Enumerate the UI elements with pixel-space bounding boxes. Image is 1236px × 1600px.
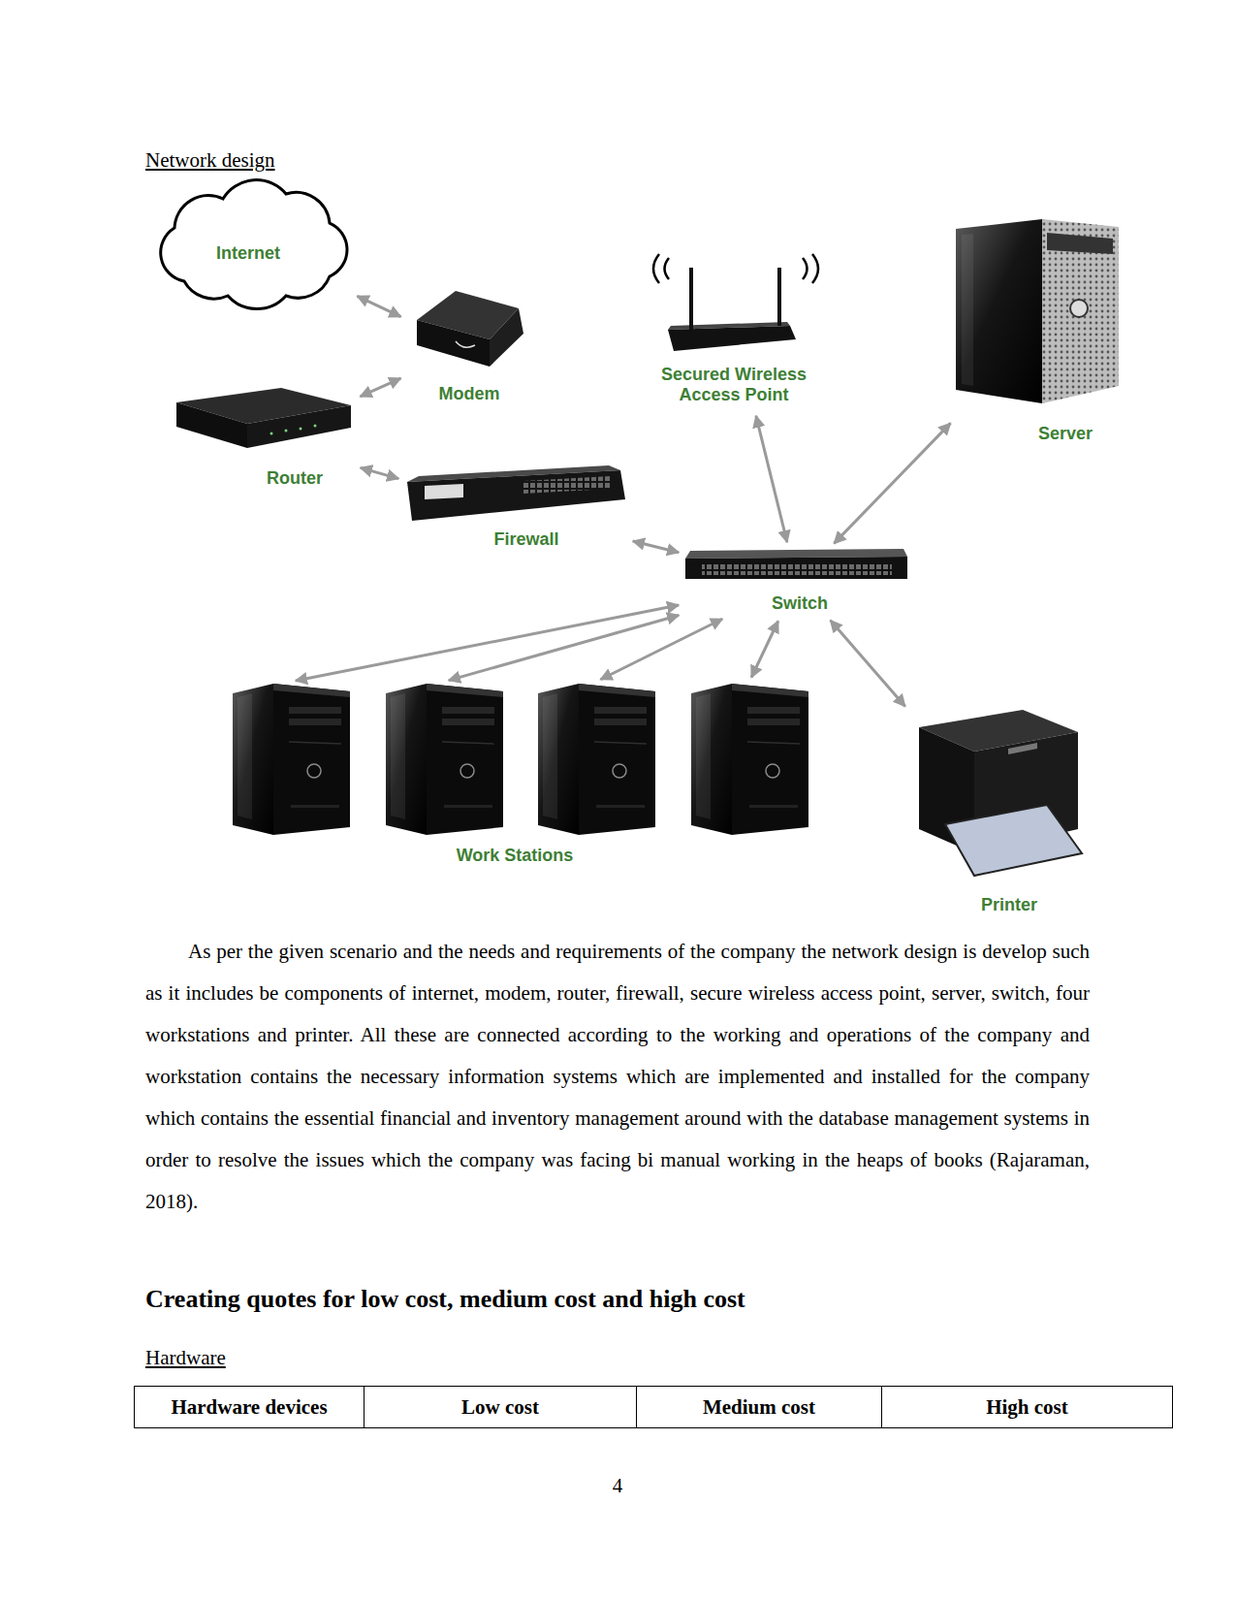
workstation-icons-part <box>232 683 350 835</box>
device-label: Internet <box>216 243 281 264</box>
printer-icon <box>919 709 1082 876</box>
workstation-icons-part <box>691 683 809 835</box>
network-link-arrow <box>448 614 679 680</box>
device-label-group: Router <box>266 468 323 489</box>
wireless-access-point-icon-part <box>653 253 660 284</box>
printer-icon-part <box>945 804 1082 876</box>
device-node: Work Stations <box>230 681 813 870</box>
router-icon-part <box>285 429 288 433</box>
network-link-arrow <box>360 378 402 397</box>
workstation-icons <box>232 683 809 835</box>
page-number-text: 4 <box>612 1473 624 1497</box>
device-label: Switch <box>771 593 828 614</box>
router-icon-part <box>314 424 317 428</box>
device-label-group: Internet <box>216 243 281 264</box>
device-label: Modem <box>439 383 501 405</box>
network-link-arrow <box>830 620 906 707</box>
table-header-cell: Low cost <box>363 1385 637 1428</box>
device-label: Firewall <box>493 529 559 550</box>
network-link-arrow <box>833 422 951 543</box>
wireless-access-point-icon-part <box>777 267 782 326</box>
network-link-arrow <box>360 467 399 478</box>
network-link-arrow <box>756 415 788 542</box>
server-icon <box>955 219 1119 404</box>
firewall-icon-part <box>424 483 464 500</box>
device-node: Secured Wireless Access Point <box>639 248 830 412</box>
device-node: Router <box>171 385 356 495</box>
device-label-group: Work Stations <box>456 845 574 866</box>
device-label: Router <box>266 468 323 489</box>
firewall-icon-part <box>523 475 611 494</box>
server-icon-part <box>955 219 1043 404</box>
wireless-access-point-icon-part <box>667 325 796 351</box>
table-header-cell: Medium cost <box>635 1385 883 1428</box>
router-icon-part <box>247 405 351 448</box>
page-number: 4 <box>569 1472 666 1498</box>
network-link-arrow <box>600 618 723 680</box>
device-label-group: Secured Wireless Access Point <box>646 364 822 406</box>
switch-icon-part <box>701 562 892 575</box>
table-header-cell: High cost <box>881 1385 1173 1428</box>
server-icon-part <box>1046 232 1113 254</box>
table-header-cell-text: Low cost <box>461 1394 539 1419</box>
firewall-icon-part <box>407 470 626 521</box>
wireless-access-point-icon <box>653 253 819 351</box>
workstation-icons-part <box>538 683 656 835</box>
wireless-access-point-icon-part <box>802 257 808 280</box>
device-label-group: Firewall <box>493 529 559 550</box>
router-icon-part <box>270 432 274 436</box>
modem-icon-part <box>455 341 476 348</box>
router-icon-part <box>299 427 303 431</box>
device-node: Switch <box>683 546 911 617</box>
network-link-arrow <box>633 540 679 553</box>
internet-cloud-part <box>160 180 348 310</box>
device-label: Secured Wireless Access Point <box>646 364 822 406</box>
table-header-cell: Hardware devices <box>133 1385 365 1428</box>
table-header-cell-text: Medium cost <box>702 1394 816 1419</box>
server-icon-part <box>1042 219 1119 404</box>
switch-icon-part <box>685 556 908 579</box>
table-header-cell-text: Hardware devices <box>170 1394 327 1419</box>
subheading: Hardware <box>145 1344 226 1370</box>
wireless-access-point-icon-part <box>812 253 819 284</box>
device-label: Server <box>1038 423 1093 444</box>
body-paragraph-text: As per the given scenario and the needs … <box>145 939 1090 1213</box>
subheading-text: Hardware <box>145 1345 226 1369</box>
body-paragraph: As per the given scenario and the needs … <box>145 930 1090 1223</box>
server-icon-part <box>961 233 974 386</box>
firewall-icon <box>407 465 626 521</box>
section-title: Network design <box>145 147 276 173</box>
modem-icon <box>416 290 524 367</box>
modem-icon-part <box>416 319 490 367</box>
device-label-group: Switch <box>771 593 828 614</box>
device-label-group: Printer <box>981 894 1038 916</box>
internet-cloud <box>160 180 348 310</box>
printer-icon-part <box>1008 742 1038 755</box>
workstation-icons-part <box>385 683 504 835</box>
section-heading: Creating quotes for low cost, medium cos… <box>145 1283 746 1315</box>
router-icon-part <box>176 402 248 448</box>
wireless-access-point-icon-part <box>665 257 670 280</box>
section-heading-text: Creating quotes for low cost, medium cos… <box>145 1284 746 1313</box>
device-node: Server <box>953 217 1121 450</box>
device-node: Modem <box>405 288 530 408</box>
table-header-cell-text: High cost <box>985 1394 1069 1419</box>
device-node: Firewall <box>403 470 629 554</box>
wireless-access-point-icon-part <box>689 267 694 330</box>
device-label: Work Stations <box>456 845 574 866</box>
modem-icon-part <box>489 308 524 367</box>
router-icon <box>176 387 351 448</box>
network-link-arrow <box>357 295 402 317</box>
device-label: Printer <box>981 894 1038 916</box>
device-node: Printer <box>908 706 1087 919</box>
device-label-group: Server <box>1038 423 1093 444</box>
server-icon-part <box>1070 299 1088 317</box>
device-node: Internet <box>147 176 353 315</box>
switch-icon <box>685 548 908 579</box>
network-link-arrow <box>751 621 779 678</box>
device-label-group: Modem <box>439 383 501 405</box>
